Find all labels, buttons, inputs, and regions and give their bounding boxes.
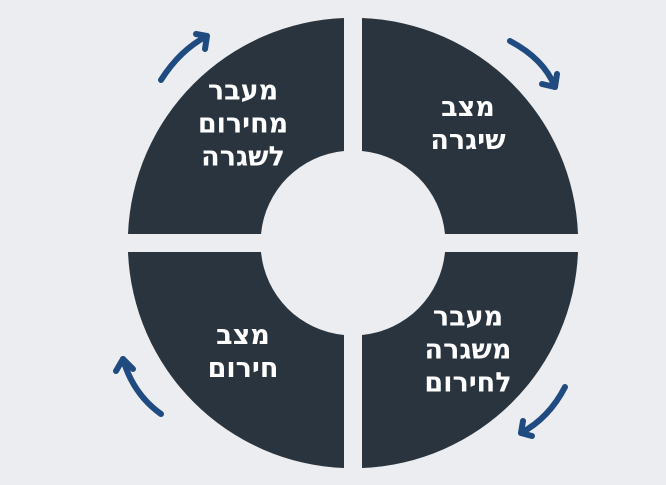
segment-bottom-left	[128, 252, 344, 468]
segment-label-top-left: מעבר מחירום לשגרה	[197, 75, 289, 173]
curved-arrow-icon	[518, 384, 568, 439]
curved-arrow-icon	[507, 38, 560, 90]
segment-top-right	[362, 18, 578, 234]
segment-label-bottom-right: מעבר משגרה לחירום	[424, 301, 512, 399]
segment-bottom-right	[362, 252, 578, 468]
curved-arrow-icon	[113, 356, 164, 417]
curved-arrow-icon	[158, 31, 210, 83]
segment-label-top-right: מצב שיגרה	[430, 92, 506, 156]
segment-label-bottom-left: מצב חירום	[207, 320, 279, 384]
segment-top-left	[128, 18, 344, 234]
